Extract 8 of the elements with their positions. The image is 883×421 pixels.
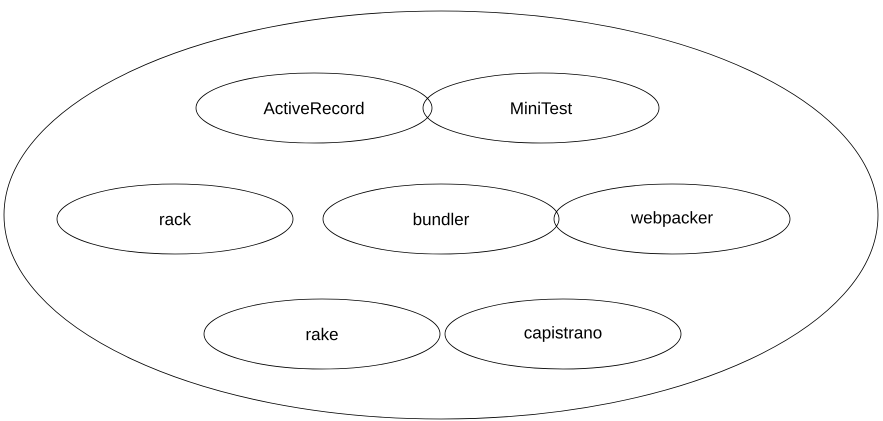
ellipse-node: webpacker — [554, 184, 790, 254]
ellipse-node: ActiveRecord — [196, 72, 432, 144]
ellipse-node: rack — [56, 184, 294, 254]
ellipse-node: bundler — [322, 184, 560, 254]
ellipse-node: MiniTest — [422, 72, 660, 144]
enclosing-ellipse — [4, 10, 878, 420]
ellipse-node: rake — [204, 298, 440, 370]
ellipse-node: capistrano — [444, 298, 682, 370]
